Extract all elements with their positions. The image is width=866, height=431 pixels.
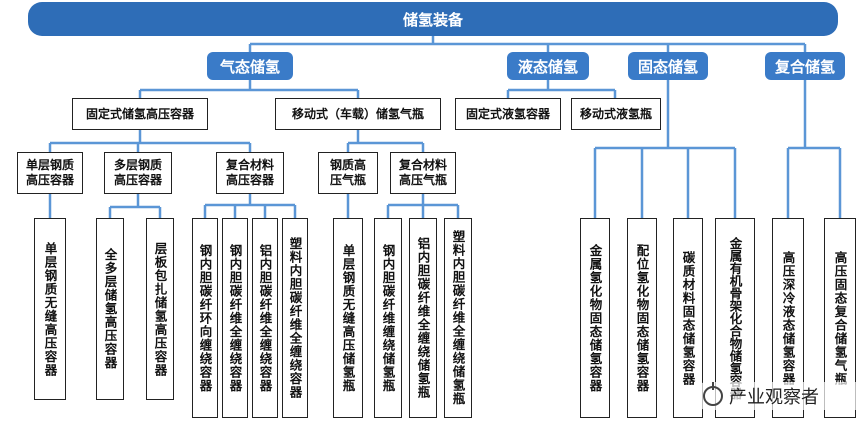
composite-cylinder-node: 复合材料 高压气瓶 [390, 152, 456, 194]
watermark-text: 产业观察者 [729, 387, 819, 408]
composite-cylinder-label: 复合材料 高压气瓶 [398, 158, 447, 187]
leaf-steel-full-label: 钢内胆碳纤维全缠绕容器 [227, 243, 243, 393]
leaf-full-multi: 全多层储氢高压容器 [96, 218, 124, 400]
gas-fixed-node: 固定式储氢高压容器 [72, 98, 208, 130]
category-composite: 复合储氢 [765, 52, 845, 80]
leaf-carbon-material-label: 碳质材料固态储氢容器 [680, 250, 696, 386]
composite-vessel-node: 复合材料 高压容器 [216, 152, 284, 194]
leaf-mof-label: 金属有机骨架化合物储氢容器 [727, 236, 743, 400]
composite-vessel-label: 复合材料 高压容器 [225, 158, 274, 187]
leaf-steel-hoop-label: 钢内胆碳纤环向缠绕容器 [197, 243, 213, 393]
category-liquid-label: 液态储氢 [517, 57, 578, 76]
leaf-al-full-label: 铝内胆碳纤维全缠绕容器 [257, 243, 273, 393]
leaf-plastic-full-cylinder-label: 塑料内胆碳纤维全缠绕储氢瓶 [450, 230, 466, 406]
leaf-single-seamless-cylinder-label: 单层钢质无缝高压储氢瓶 [340, 243, 356, 393]
category-solid: 固态储氢 [628, 52, 708, 80]
leaf-plastic-full-label: 塑料内胆碳纤维全缠绕容器 [287, 237, 303, 399]
leaf-steel-full: 钢内胆碳纤维全缠绕容器 [222, 218, 248, 418]
category-liquid: 液态储氢 [507, 52, 589, 80]
gas-mobile-node: 移动式（车载）储氢气瓶 [275, 98, 441, 130]
leaf-al-full-cylinder: 铝内胆碳纤维全缠绕储氢瓶 [409, 218, 437, 418]
leaf-carbon-material: 碳质材料固态储氢容器 [673, 218, 703, 418]
liquid-mobile-node: 移动式液氢瓶 [571, 98, 661, 130]
leaf-laminate-label: 层板包扎储氢高压容器 [152, 241, 168, 377]
gas-fixed-label: 固定式储氢高压容器 [85, 106, 194, 121]
steel-cylinder-label: 钢质高 压气瓶 [329, 158, 366, 187]
liquid-mobile-label: 移动式液氢瓶 [579, 106, 652, 121]
leaf-single-seamless-cylinder: 单层钢质无缝高压储氢瓶 [333, 218, 363, 418]
leaf-full-multi-label: 全多层储氢高压容器 [102, 248, 118, 370]
leaf-plastic-full-cylinder: 塑料内胆碳纤维全缠绕储氢瓶 [444, 218, 472, 418]
leaf-steel-hoop: 钢内胆碳纤环向缠绕容器 [192, 218, 218, 418]
leaf-plastic-full: 塑料内胆碳纤维全缠绕容器 [282, 218, 308, 418]
category-gas-label: 气态储氢 [219, 57, 280, 76]
gas-mobile-label: 移动式（车载）储氢气瓶 [291, 106, 424, 121]
category-composite-label: 复合储氢 [774, 57, 835, 76]
watermark: 产业观察者 [695, 382, 866, 410]
root-node: 储氢装备 [28, 2, 838, 36]
leaf-single-seamless: 单层钢质无缝高压容器 [34, 218, 66, 400]
steel-cylinder-node: 钢质高 压气瓶 [318, 152, 378, 194]
multi-steel-label: 多层钢质 高压容器 [113, 158, 162, 187]
leaf-metal-hydride-label: 金属氢化物固态储氢容器 [587, 243, 603, 393]
category-solid-label: 固态储氢 [637, 57, 698, 76]
liquid-fixed-label: 固定式液氢容器 [465, 106, 550, 121]
leaf-coordination-hydride: 配位氢化物固态储氢容器 [627, 218, 657, 418]
leaf-hp-solid-label: 高压固态复合储氢气瓶 [832, 250, 848, 386]
liquid-fixed-node: 固定式液氢容器 [455, 98, 561, 130]
multi-steel-node: 多层钢质 高压容器 [104, 152, 172, 194]
leaf-al-full-cylinder-label: 铝内胆碳纤维全缠绕储氢瓶 [415, 237, 431, 399]
leaf-al-full: 铝内胆碳纤维全缠绕容器 [252, 218, 278, 418]
single-steel-node: 单层钢质 高压容器 [17, 152, 83, 194]
single-steel-label: 单层钢质 高压容器 [25, 158, 74, 187]
leaf-laminate: 层板包扎储氢高压容器 [146, 218, 174, 400]
leaf-metal-hydride: 金属氢化物固态储氢容器 [580, 218, 610, 418]
root-label: 储氢装备 [402, 10, 463, 29]
category-gas: 气态储氢 [207, 52, 293, 80]
leaf-single-seamless-label: 单层钢质无缝高压容器 [42, 241, 58, 377]
leaf-cryo-compressed-label: 高压深冷液态储氢容器 [780, 250, 796, 386]
leaf-steel-full-cylinder-label: 钢内胆碳纤维缠绕储氢瓶 [380, 243, 396, 393]
leaf-coordination-hydride-label: 配位氢化物固态储氢容器 [634, 243, 650, 393]
leaf-steel-full-cylinder: 钢内胆碳纤维缠绕储氢瓶 [374, 218, 402, 418]
watermark-icon [703, 382, 723, 406]
